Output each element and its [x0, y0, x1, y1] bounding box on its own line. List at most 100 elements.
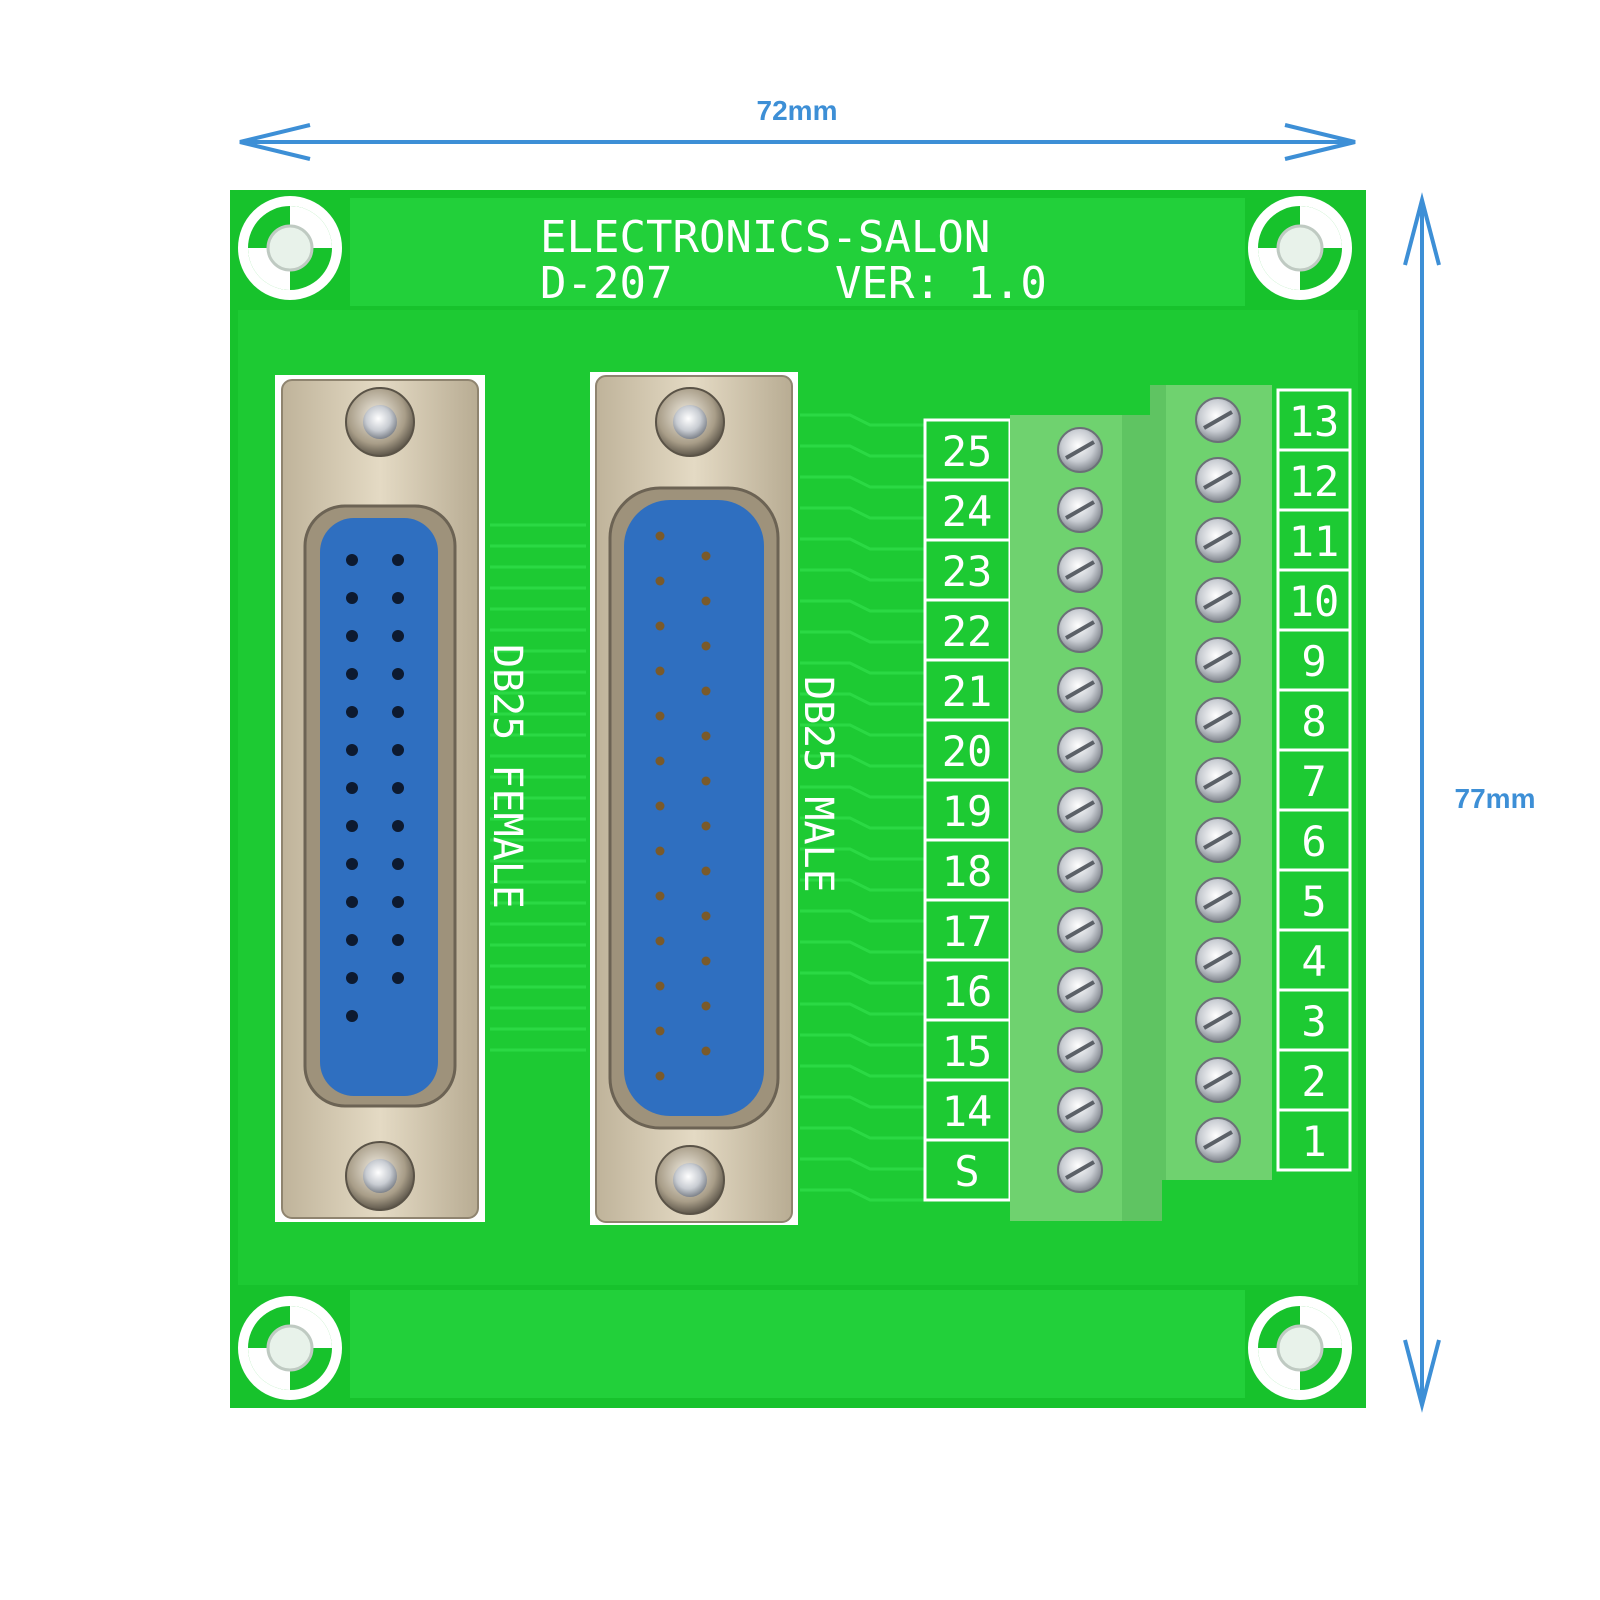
pcb-traces: [490, 413, 925, 1202]
terminal-label: 8: [1301, 697, 1326, 746]
screw-slot: [1203, 470, 1233, 490]
terminal-label: 13: [1289, 397, 1340, 446]
terminal-label: 17: [942, 907, 993, 956]
pin-socket: [392, 896, 404, 908]
terminal-label: 15: [942, 1027, 993, 1076]
terminal-label: 22: [942, 607, 993, 656]
pin-socket: [346, 668, 358, 680]
trace-line: [800, 909, 925, 923]
pin-tip: [655, 711, 665, 721]
model-silkscreen: D-207: [540, 258, 672, 309]
pin-tip: [701, 731, 711, 741]
trace-line: [800, 444, 925, 458]
terminal-label: 3: [1301, 997, 1326, 1046]
pin-socket: [392, 934, 404, 946]
width-dimension-arrow: 72mm: [239, 95, 1356, 161]
pin-tip: [701, 1046, 711, 1056]
terminal-label: 6: [1301, 817, 1326, 866]
terminal-label: 7: [1301, 757, 1326, 806]
pin-tip: [701, 686, 711, 696]
pin-tip: [701, 821, 711, 831]
trace-line: [800, 1157, 925, 1171]
screw-slot: [1065, 500, 1095, 520]
terminal-label: 2: [1301, 1057, 1326, 1106]
terminal-label: 14: [942, 1087, 993, 1136]
pin-socket: [346, 934, 358, 946]
screw-slot: [1065, 860, 1095, 880]
trace-line: [800, 1095, 925, 1109]
screw-slot: [1065, 1160, 1095, 1180]
mounting-hole-top-left: [238, 196, 342, 300]
mounting-hole-bottom-left: [238, 1296, 342, 1400]
screw-slot: [1203, 950, 1233, 970]
trace-line: [800, 940, 925, 954]
pin-socket: [392, 630, 404, 642]
pin-socket: [392, 972, 404, 984]
pin-tip: [655, 666, 665, 676]
pin-tip: [701, 866, 711, 876]
trace-line: [800, 1188, 925, 1202]
pin-tip: [701, 956, 711, 966]
terminal-label: 1: [1301, 1117, 1326, 1166]
male-connector-label: DB25 MALE: [795, 676, 841, 893]
trace-line: [800, 1033, 925, 1047]
pin-tip: [655, 756, 665, 766]
terminal-label: 23: [942, 547, 993, 596]
trace-line: [800, 785, 925, 799]
terminal-label: 19: [942, 787, 993, 836]
height-label: 77mm: [1455, 783, 1536, 814]
pin-socket: [392, 782, 404, 794]
trace-line: [800, 537, 925, 551]
trace-line: [800, 475, 925, 489]
pin-tip: [701, 551, 711, 561]
screw-slot: [1065, 1040, 1095, 1060]
terminal-label: 11: [1289, 517, 1340, 566]
screw-slot: [1203, 410, 1233, 430]
screw-slot: [1065, 680, 1095, 700]
pin-socket: [346, 744, 358, 756]
trace-line: [800, 971, 925, 985]
screw-slot: [1065, 800, 1095, 820]
trace-line: [800, 599, 925, 613]
pin-socket: [346, 1010, 358, 1022]
screw-slot: [1065, 920, 1095, 940]
trace-line: [800, 1064, 925, 1078]
trace-line: [800, 630, 925, 644]
pin-socket: [346, 592, 358, 604]
terminal-label: 18: [942, 847, 993, 896]
terminal-label: 9: [1301, 637, 1326, 686]
terminal-label-box: [1276, 1108, 1352, 1172]
pin-tip: [701, 776, 711, 786]
terminal-label: 12: [1289, 457, 1340, 506]
trace-line: [800, 692, 925, 706]
db25-female-connector: [275, 375, 485, 1222]
pin-tip: [701, 641, 711, 651]
pin-tip: [655, 1071, 665, 1081]
pin-socket: [346, 706, 358, 718]
terminal-label: 5: [1301, 877, 1326, 926]
screw-slot: [1203, 830, 1233, 850]
mounting-hole-top-right: [1248, 196, 1352, 300]
screw-slot: [1203, 1070, 1233, 1090]
pin-tip: [655, 1026, 665, 1036]
pin-socket: [392, 858, 404, 870]
screw-slot: [1203, 890, 1233, 910]
trace-line: [800, 878, 925, 892]
pin-tip: [655, 981, 665, 991]
screw-slot: [1065, 560, 1095, 580]
pin-tip: [655, 846, 665, 856]
width-label: 72mm: [757, 95, 838, 126]
trace-line: [800, 847, 925, 861]
terminal-label: 24: [942, 487, 993, 536]
pin-tip: [655, 531, 665, 541]
screw-slot: [1203, 1130, 1233, 1150]
screw-slot: [1065, 620, 1095, 640]
screw-slot: [1203, 530, 1233, 550]
version-silkscreen: VER: 1.0: [835, 258, 1047, 309]
terminal-block-left: [1010, 415, 1162, 1221]
trace-line: [800, 568, 925, 582]
trace-line: [800, 661, 925, 675]
pin-tip: [655, 936, 665, 946]
